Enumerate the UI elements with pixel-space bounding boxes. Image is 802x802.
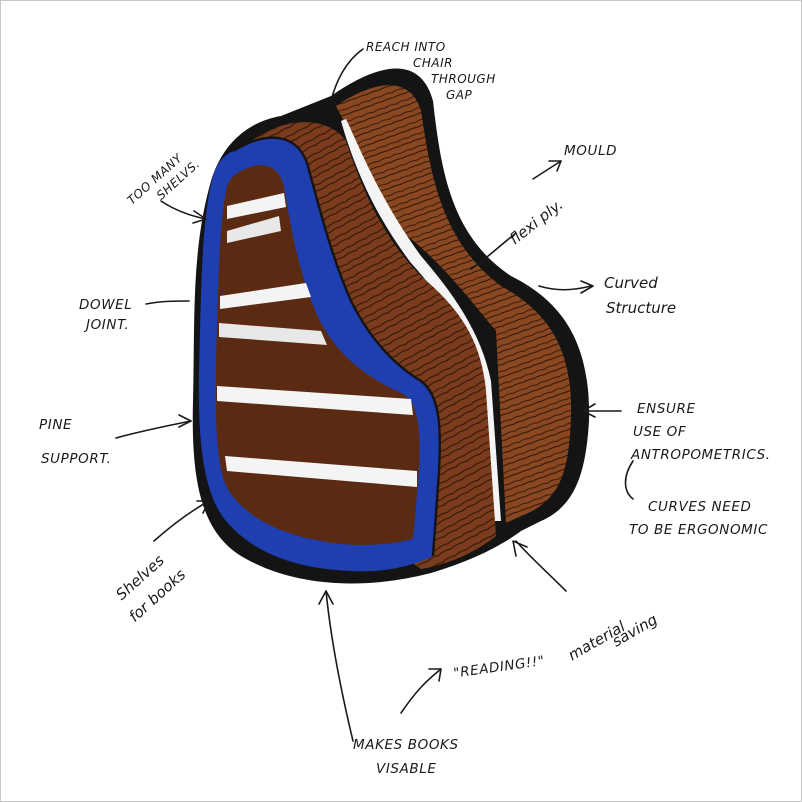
annotation-pine-support: PINE SUPPORT. bbox=[39, 417, 111, 467]
reach-gap-line-1: REACH INTO bbox=[366, 40, 446, 54]
shelf-1 bbox=[227, 193, 286, 219]
annotation-reading: "READING!!" bbox=[452, 653, 545, 682]
annotation-shelves-for-books: Shelves for books bbox=[112, 551, 189, 625]
annotation-dowel-joint: DOWEL JOINT. bbox=[79, 297, 132, 333]
annotation-makes-books-visible: MAKES BOOKS VISABLE bbox=[353, 737, 459, 777]
makes-books-visible-line-2: VISABLE bbox=[376, 761, 437, 777]
leaders bbox=[115, 48, 634, 742]
anthropometrics-line-1: ENSURE bbox=[637, 401, 696, 417]
annotation-material-saving: material saving bbox=[565, 610, 661, 664]
reach-gap-line-3: THROUGH bbox=[431, 72, 496, 86]
annotation-anthropometrics: ENSURE USE OF ANTROPOMETRICS. bbox=[630, 401, 771, 463]
shelf-5 bbox=[227, 216, 281, 243]
dowel-joint-line-2: JOINT. bbox=[83, 317, 129, 333]
shelf-3 bbox=[217, 386, 413, 415]
shelves bbox=[217, 193, 417, 487]
curves-ergonomic-line-2: TO BE ERGONOMIC bbox=[629, 522, 768, 538]
anthropometrics-line-3: ANTROPOMETRICS. bbox=[630, 447, 771, 463]
annotation-flexi-ply: flexi ply. bbox=[506, 195, 567, 248]
anthropometrics-line-2: USE OF bbox=[633, 424, 686, 440]
shelf-6 bbox=[219, 323, 327, 345]
annotation-reach-gap: REACH INTO CHAIR THROUGH GAP bbox=[366, 40, 496, 102]
annotation-too-many-shelves: TOO MANY SHELVS. bbox=[124, 150, 202, 207]
makes-books-visible-line-1: MAKES BOOKS bbox=[353, 737, 459, 753]
pine-support-line-2: SUPPORT. bbox=[41, 451, 111, 467]
curves-ergonomic-line-1: CURVES NEED bbox=[648, 499, 751, 515]
shelf-2 bbox=[220, 283, 311, 309]
curved-structure-line-2: Structure bbox=[606, 299, 676, 317]
reach-gap-line-2: CHAIR bbox=[413, 56, 453, 70]
shelf-4 bbox=[225, 456, 417, 487]
pine-support-line-1: PINE bbox=[39, 417, 72, 433]
annotation-curves-ergonomic: CURVES NEED TO BE ERGONOMIC bbox=[629, 499, 768, 538]
curved-structure-line-1: Curved bbox=[604, 274, 658, 292]
back-panel bbox=[336, 85, 572, 523]
material-saving-line-2: saving bbox=[609, 610, 661, 650]
annotation-curved-structure: Curved Structure bbox=[604, 274, 676, 317]
shelf-opening bbox=[215, 165, 420, 545]
annotation-mould: MOULD bbox=[564, 143, 617, 159]
reach-gap-line-4: GAP bbox=[446, 88, 473, 102]
dowel-joint-line-1: DOWEL bbox=[79, 297, 132, 313]
